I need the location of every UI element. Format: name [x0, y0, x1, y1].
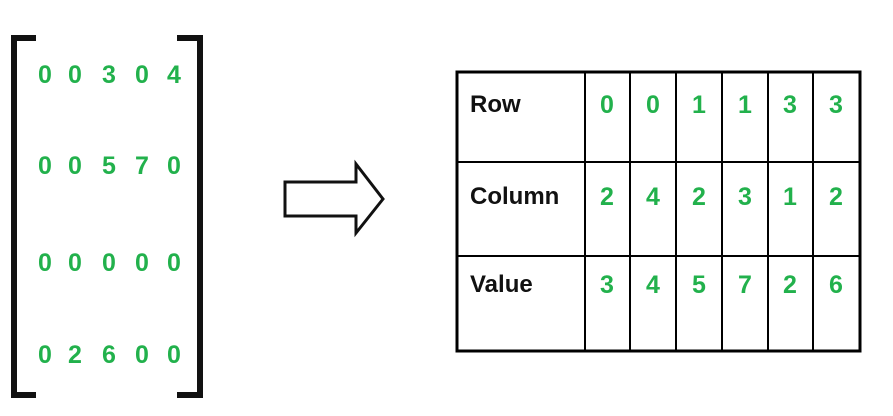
matrix-cell: 0: [38, 61, 52, 89]
right-bracket: [177, 35, 203, 398]
matrix-cell: 0: [38, 341, 52, 369]
table-row-label: Column: [470, 183, 559, 210]
table-cell: 3: [783, 91, 797, 119]
matrix-cell: 0: [38, 152, 52, 180]
left-bracket: [11, 35, 36, 398]
table-cell: 1: [692, 91, 706, 119]
matrix-cell: 4: [167, 61, 181, 89]
table-row-label: Value: [470, 271, 533, 298]
table-cell: 3: [600, 271, 614, 299]
table-cell: 2: [600, 183, 614, 211]
table-cell: 1: [738, 91, 752, 119]
table-border: [455, 70, 862, 353]
right-arrow-icon: [283, 159, 385, 238]
matrix-cell: 2: [68, 341, 82, 369]
table-cell: 2: [829, 183, 843, 211]
table-cell: 0: [600, 91, 614, 119]
table-cell: 3: [738, 183, 752, 211]
matrix-cell: 0: [167, 249, 181, 277]
table-grid: [457, 72, 860, 351]
matrix-cell: 0: [68, 152, 82, 180]
matrix-brackets: [11, 35, 203, 398]
matrix-cell: 0: [102, 249, 116, 277]
table-cell: 2: [692, 183, 706, 211]
matrix-cell: 7: [135, 152, 149, 180]
table-cell: 3: [829, 91, 843, 119]
table-cell: 0: [646, 91, 660, 119]
table-cell: 7: [738, 271, 752, 299]
matrix-cell: 0: [68, 61, 82, 89]
matrix-cell: 0: [135, 249, 149, 277]
matrix-cell: 0: [68, 249, 82, 277]
matrix-cell: 0: [135, 341, 149, 369]
table-cells: 0 0 1 1 3 3 2 4 2 3 1 2 3 4 5 7 2 6: [600, 91, 843, 299]
matrix-cell: 0: [167, 341, 181, 369]
table-cell: 2: [783, 271, 797, 299]
matrix-cell: 3: [102, 61, 116, 89]
matrix-cell: 0: [38, 249, 52, 277]
table-row-label: Row: [470, 91, 521, 118]
matrix-cell: 0: [135, 61, 149, 89]
table-cell: 4: [646, 271, 660, 299]
table-cell: 5: [692, 271, 706, 299]
matrix-cell: 5: [102, 152, 116, 180]
matrix-cell: 0: [167, 152, 181, 180]
matrix-cell: 6: [102, 341, 116, 369]
table-cell: 6: [829, 271, 843, 299]
table-cell: 4: [646, 183, 660, 211]
table-cell: 1: [783, 183, 797, 211]
